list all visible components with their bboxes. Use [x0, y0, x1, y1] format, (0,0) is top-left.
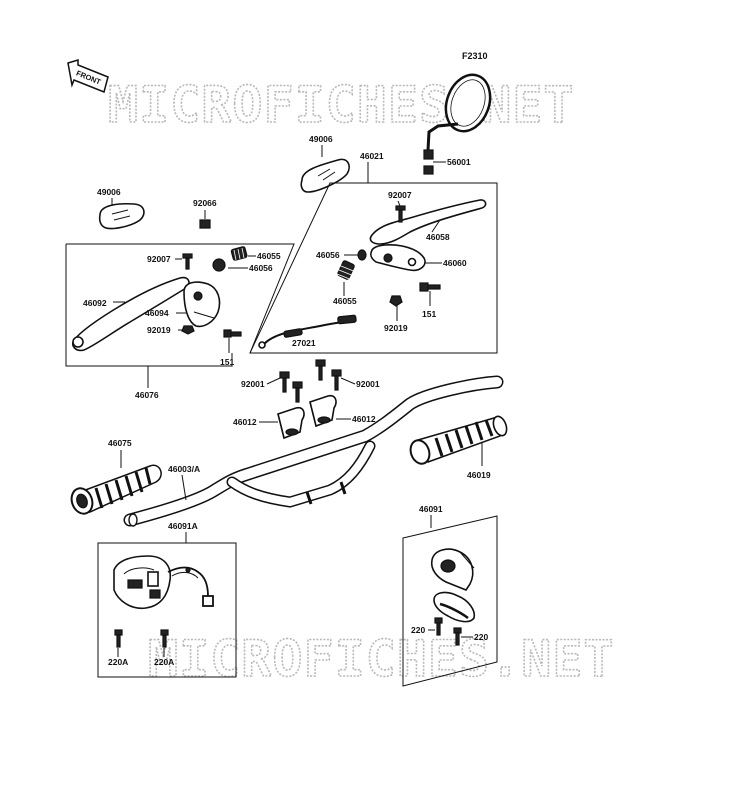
callout-49006-right: 49006	[309, 134, 333, 144]
bolt-151-right	[419, 282, 441, 292]
callout-46003A: 46003/A	[168, 464, 200, 474]
adjuster-46055-left	[230, 246, 248, 261]
callout-46092: 46092	[83, 298, 107, 308]
callout-46075: 46075	[108, 438, 132, 448]
callout-46094: 46094	[145, 308, 169, 318]
watermark-bottom: MICROFICHES.NET	[148, 630, 615, 688]
callout-151-left: 151	[220, 357, 234, 367]
callout-46055-right: 46055	[333, 296, 357, 306]
callout-92001-right: 92001	[356, 379, 380, 389]
right-grip	[409, 415, 508, 465]
handlebar-switch	[113, 555, 214, 610]
callout-46058: 46058	[426, 232, 450, 242]
figure-code: F2310	[462, 51, 488, 61]
left-lever-box	[66, 243, 295, 354]
callout-220A-left: 220A	[108, 657, 128, 667]
callout-46060: 46060	[443, 258, 467, 268]
nut-92019-left	[181, 325, 195, 335]
callout-92019-left: 92019	[147, 325, 171, 335]
bolt-92007-left	[182, 253, 193, 270]
cap-92066	[199, 219, 211, 229]
callout-92019-right: 92019	[384, 323, 408, 333]
bolt-92007-right	[395, 205, 406, 223]
housing-box-right	[402, 515, 498, 687]
callout-46012-right: 46012	[352, 414, 376, 424]
callout-92066: 92066	[193, 198, 217, 208]
lever-holder-right	[370, 244, 426, 272]
callout-27021: 27021	[292, 338, 316, 348]
switch-box-left	[97, 542, 237, 678]
callout-46012-left: 46012	[233, 417, 257, 427]
callout-46056-left: 46056	[249, 263, 273, 273]
callout-46076: 46076	[135, 390, 159, 400]
callout-49006-left: 49006	[97, 187, 121, 197]
throttle-cable	[258, 314, 357, 349]
callout-46091A: 46091A	[168, 521, 198, 531]
callout-220A-right: 220A	[154, 657, 174, 667]
right-lever-box	[368, 182, 498, 354]
screws-220	[434, 617, 462, 646]
adjuster-46055-right	[331, 260, 357, 281]
clamp-bolts	[279, 359, 342, 403]
front-brake-lever	[369, 199, 487, 245]
callout-56001: 56001	[447, 157, 471, 167]
screws-220A	[114, 629, 169, 648]
callout-46055-left: 46055	[257, 251, 281, 261]
callout-46021: 46021	[360, 151, 384, 161]
lever-holder-left	[183, 281, 221, 328]
left-grip	[70, 464, 162, 515]
handlebar	[123, 375, 504, 527]
nut-92019-right	[389, 295, 403, 307]
lever-cover-left	[98, 202, 145, 230]
mirror	[423, 73, 492, 175]
throttle-housing	[430, 548, 476, 623]
callout-92007-right: 92007	[388, 190, 412, 200]
callout-46019: 46019	[467, 470, 491, 480]
washer-46056-left	[212, 258, 226, 272]
callout-92007-left: 92007	[147, 254, 171, 264]
clutch-lever	[71, 276, 190, 352]
watermark-top: MICROFICHES.NET	[108, 76, 575, 134]
callout-46091: 46091	[419, 504, 443, 514]
front-arrow: FRONT	[67, 58, 109, 94]
handlebar-clamp-left	[277, 406, 305, 440]
bolt-151-left	[223, 329, 242, 338]
lever-cover-right	[300, 158, 350, 193]
callout-220-right: 220	[474, 632, 488, 642]
callout-220-left: 220	[411, 625, 425, 635]
callout-46056-right: 46056	[316, 250, 340, 260]
callout-151-right: 151	[422, 309, 436, 319]
handlebar-clamp-right	[309, 394, 337, 428]
callout-92001-left: 92001	[241, 379, 265, 389]
washer-46056-right	[357, 249, 367, 261]
